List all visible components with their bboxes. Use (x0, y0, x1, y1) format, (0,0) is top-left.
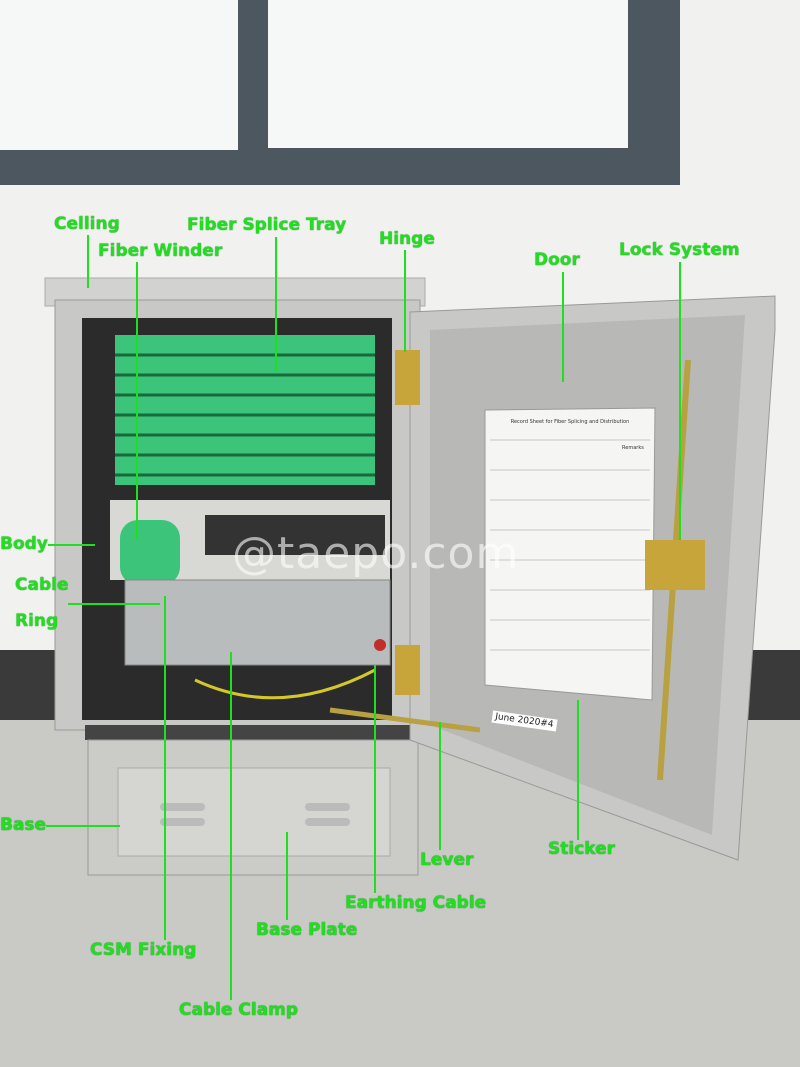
label-door: Door (534, 250, 580, 270)
label-sticker: Sticker (548, 839, 616, 859)
label-cable-clamp: Cable Clamp (179, 1000, 299, 1020)
window (0, 0, 680, 185)
fiber-winder (120, 520, 180, 585)
label-lock-system: Lock System (619, 240, 740, 260)
watermark: @taepo.com (232, 528, 520, 579)
sticker-remarks: Remarks (622, 445, 644, 451)
label-fiber-winder: Fiber Winder (98, 241, 223, 261)
label-cable: Cable (15, 575, 69, 595)
label-fiber-splice-tray: Fiber Splice Tray (187, 215, 347, 235)
sticker-title: Record Sheet for Fiber Splicing and Dist… (510, 419, 630, 425)
label-base: Base (0, 815, 47, 835)
label-csm-fixing: CSM Fixing (90, 940, 197, 960)
label-lever: Lever (420, 850, 474, 870)
label-celling: Celling (54, 214, 120, 234)
label-ring: Ring (15, 611, 59, 631)
leader-lines (46, 235, 681, 1000)
cabinet-base (85, 725, 420, 876)
cabinet-body (44, 277, 426, 731)
fiber-splice-trays (115, 335, 375, 485)
label-hinge: Hinge (379, 229, 435, 249)
label-earthing-cable: Earthing Cable (345, 893, 487, 913)
label-base-plate: Base Plate (256, 920, 358, 940)
label-body: Body (0, 534, 48, 554)
